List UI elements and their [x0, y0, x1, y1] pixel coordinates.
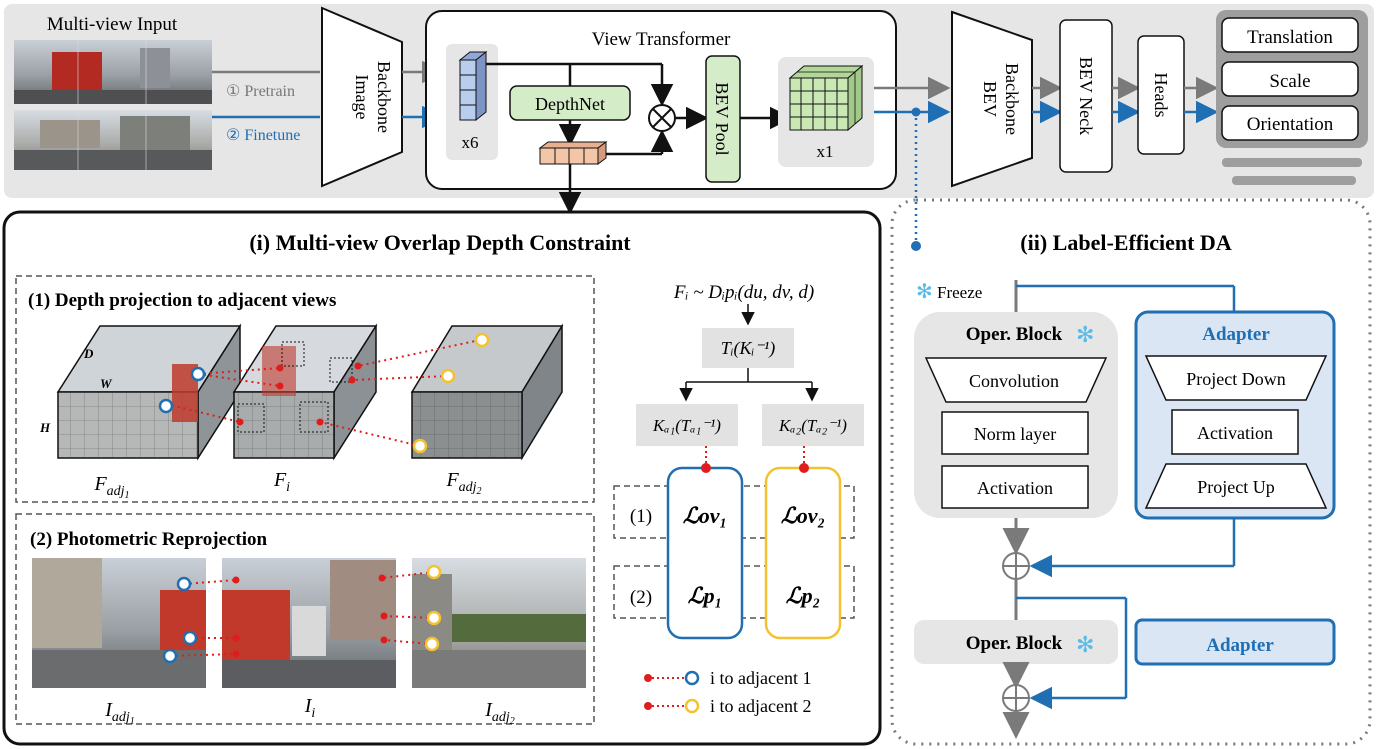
adjacent-1-losses	[666, 466, 744, 640]
x1-label: x1	[817, 142, 834, 161]
depth-correspondence-lines	[165, 339, 481, 447]
bev-neck-block	[1059, 19, 1113, 173]
scale-box	[1221, 61, 1359, 97]
heads-block	[1137, 35, 1185, 155]
ka1-box	[636, 404, 738, 446]
i-adj2-label: Iadj2	[484, 699, 515, 727]
convolution-block	[924, 357, 1108, 403]
f-i-label: Fi	[273, 469, 290, 495]
adapter-block-2	[1134, 618, 1336, 666]
loss-ov2: ℒov₂	[781, 503, 825, 528]
row-1-label: (1)	[630, 506, 652, 527]
axis-w-label: W	[100, 376, 113, 391]
loss-ov1: ℒov₁	[683, 503, 727, 528]
pretrain-label: ① Pretrain	[226, 83, 295, 100]
orientation-box	[1221, 105, 1359, 141]
f-adj1-volume	[56, 323, 242, 461]
adapter-activation-label: Activation	[1197, 423, 1273, 443]
oper-block-1-label: Oper. Block	[966, 324, 1063, 345]
image-adj2	[412, 558, 586, 688]
right-panel-title: (ii) Label-Efficient DA	[1020, 230, 1232, 255]
norm-layer-label: Norm layer	[974, 424, 1056, 444]
depthnet-label: DepthNet	[535, 94, 605, 114]
depth-formula: Fᵢ ~ Dᵢpᵢ(du, dv, d)	[673, 282, 814, 303]
x6-feature-cube	[458, 50, 488, 122]
f-adj2-label: Fadj2	[445, 469, 481, 497]
project-down-label: Project Down	[1186, 369, 1285, 389]
image-backbone-block	[321, 6, 403, 188]
i-adj1-label: Iadj1	[104, 699, 135, 727]
adapter-2-label: Adapter	[1206, 635, 1274, 656]
project-up-block	[1144, 463, 1328, 509]
bev-pool-label: BEV Pool	[712, 82, 732, 155]
norm-layer-block	[941, 411, 1089, 455]
ka2-box	[762, 404, 864, 446]
axis-h-label: H	[39, 420, 51, 435]
scale-label: Scale	[1269, 71, 1310, 92]
f-i-volume	[232, 323, 378, 461]
bev-backbone-block	[951, 10, 1033, 188]
loss-p1: ℒp₁	[688, 583, 723, 608]
oper-block-2-freeze-icon: ✻	[1076, 632, 1094, 657]
multi-view-images	[14, 40, 212, 170]
image-i	[222, 558, 396, 688]
freeze-label: Freeze	[937, 283, 982, 302]
adjacent-2-losses	[764, 466, 842, 640]
bev-neck-label: BEV Neck	[1076, 57, 1096, 135]
bev-backbone-label-2: Backbone	[1002, 63, 1022, 135]
legend: i to adjacent 1 i to adjacent 2	[644, 668, 811, 716]
bev-feature-cube	[788, 64, 864, 132]
activation-block	[941, 465, 1089, 509]
loss-p2: ℒp₂	[786, 583, 821, 608]
project-down-block	[1144, 355, 1328, 401]
translation-box	[1221, 17, 1359, 53]
transform-label: Tᵢ(Kᵢ⁻¹)	[721, 338, 776, 359]
transform-box	[702, 328, 794, 368]
photometric-box	[15, 513, 595, 725]
project-up-label: Project Up	[1197, 477, 1274, 497]
adapter-activation-block	[1171, 409, 1299, 455]
finetune-label: ② Finetune	[226, 127, 300, 144]
image-adj1	[32, 558, 206, 688]
depth-projection-box	[15, 275, 595, 503]
row-2-label: (2)	[630, 587, 652, 608]
axis-d-label: D	[83, 346, 94, 361]
orientation-label: Orientation	[1247, 114, 1334, 135]
bev-backbone-label-1: BEV	[980, 81, 1000, 117]
image-backbone-label-2: Backbone	[374, 61, 394, 133]
multi-view-input-label: Multi-view Input	[47, 14, 178, 35]
translation-label: Translation	[1247, 27, 1333, 48]
left-panel-title: (i) Multi-view Overlap Depth Constraint	[249, 230, 631, 255]
legend-adjacent-1: i to adjacent 1	[710, 668, 811, 688]
photometric-title: (2) Photometric Reprojection	[30, 529, 267, 550]
heads-label: Heads	[1151, 73, 1171, 118]
adapter-1-label: Adapter	[1202, 324, 1270, 345]
image-backbone-label-1: Image	[352, 75, 372, 120]
i-i-label: Ii	[304, 695, 316, 721]
legend-adjacent-2: i to adjacent 2	[710, 696, 811, 716]
ka1-label: Kₐ₁(Tₐ₁⁻¹)	[652, 416, 721, 435]
depth-projection-title: (1) Depth projection to adjacent views	[28, 290, 336, 311]
oper-block-2-label: Oper. Block	[966, 633, 1063, 654]
ka2-label: Kₐ₂(Tₐ₂⁻¹)	[778, 416, 847, 435]
x6-label: x6	[462, 133, 479, 152]
view-transformer-label: View Transformer	[592, 29, 731, 50]
activation-label: Activation	[977, 478, 1053, 498]
freeze-star-icon: ✻	[916, 281, 933, 303]
f-adj1-label: Fadj1	[93, 473, 129, 501]
oper-block-2	[914, 620, 1118, 664]
depth-distribution-cubes	[538, 141, 608, 165]
convolution-label: Convolution	[969, 371, 1059, 391]
photometric-correspondence-lines	[169, 571, 435, 657]
oper-block-1-freeze-icon: ✻	[1076, 322, 1094, 347]
